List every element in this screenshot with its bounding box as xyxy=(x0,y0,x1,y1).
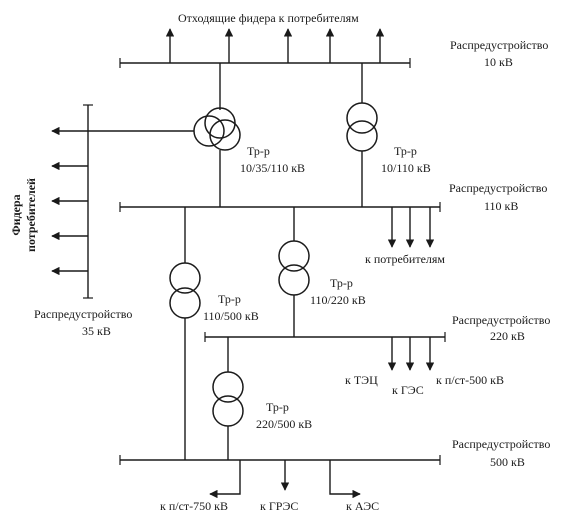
bus-35kv-voltage: 35 кВ xyxy=(82,324,111,338)
transformer-3-rating: 110/220 кВ xyxy=(310,293,366,307)
bus-500kv xyxy=(119,455,441,465)
transformer-110-220 xyxy=(278,240,310,296)
bus-10kv-label: Распредустройство xyxy=(450,38,548,52)
transformer-10-110 xyxy=(346,102,378,152)
bus-10kv xyxy=(119,58,411,68)
transformer-4-label: Тр-р xyxy=(218,292,241,306)
bus-35kv-label: Распредустройство xyxy=(34,307,132,321)
consumer-feeders-110kv xyxy=(387,207,435,248)
consumer-feeders-35kv xyxy=(51,126,88,276)
feeders-500kv xyxy=(209,460,361,499)
transformer-220-500 xyxy=(212,371,244,427)
bus-500kv-label: Распредустройство xyxy=(452,437,550,451)
bus-10kv-voltage: 10 кВ xyxy=(484,55,513,69)
transformer-5-rating: 220/500 кВ xyxy=(256,417,312,431)
feeder-arrow-to-aes xyxy=(329,460,361,499)
transformer-2-label: Тр-р xyxy=(394,144,417,158)
to-consumers-label: к потребителям xyxy=(365,252,445,266)
to-substation-500-label: к п/ст-500 кВ xyxy=(436,373,504,387)
bus-500kv-voltage: 500 кВ xyxy=(490,455,525,469)
consumer-feeders-label: Фидера потребителей xyxy=(9,178,38,252)
bus-220kv-voltage: 220 кВ xyxy=(490,329,525,343)
transformer-10-35-110 xyxy=(193,107,241,151)
outgoing-feeders-10kv xyxy=(165,28,385,63)
to-substation-750-label: к п/ст-750 кВ xyxy=(160,499,228,513)
transformer-3-label: Тр-р xyxy=(330,276,353,290)
transformer-1-rating: 10/35/110 кВ xyxy=(240,161,305,175)
to-ges-label: к ГЭС xyxy=(392,383,424,397)
transformer-2-rating: 10/110 кВ xyxy=(381,161,431,175)
feeder-arrow-to-750 xyxy=(209,460,241,499)
svg-text:потребителей: потребителей xyxy=(24,178,38,252)
transformer-4-rating: 110/500 кВ xyxy=(203,309,259,323)
to-aes-label: к АЭС xyxy=(346,499,379,513)
to-tec-label: к ТЭЦ xyxy=(345,373,378,387)
bus-220kv-label: Распредустройство xyxy=(452,313,550,327)
top-feeders-label: Отходящие фидера к потребителям xyxy=(178,11,359,25)
bus-220kv xyxy=(204,332,446,342)
feeders-220kv xyxy=(387,337,435,371)
to-gres-label: к ГРЭС xyxy=(260,499,298,513)
bus-110kv-label: Распредустройство xyxy=(449,181,547,195)
transformer-5-label: Тр-р xyxy=(266,400,289,414)
transformer-1-label: Тр-р xyxy=(247,144,270,158)
transformer-110-500 xyxy=(169,262,201,319)
bus-110kv-voltage: 110 кВ xyxy=(484,199,518,213)
svg-text:Фидера: Фидера xyxy=(9,194,23,235)
bus-110kv xyxy=(119,202,441,212)
